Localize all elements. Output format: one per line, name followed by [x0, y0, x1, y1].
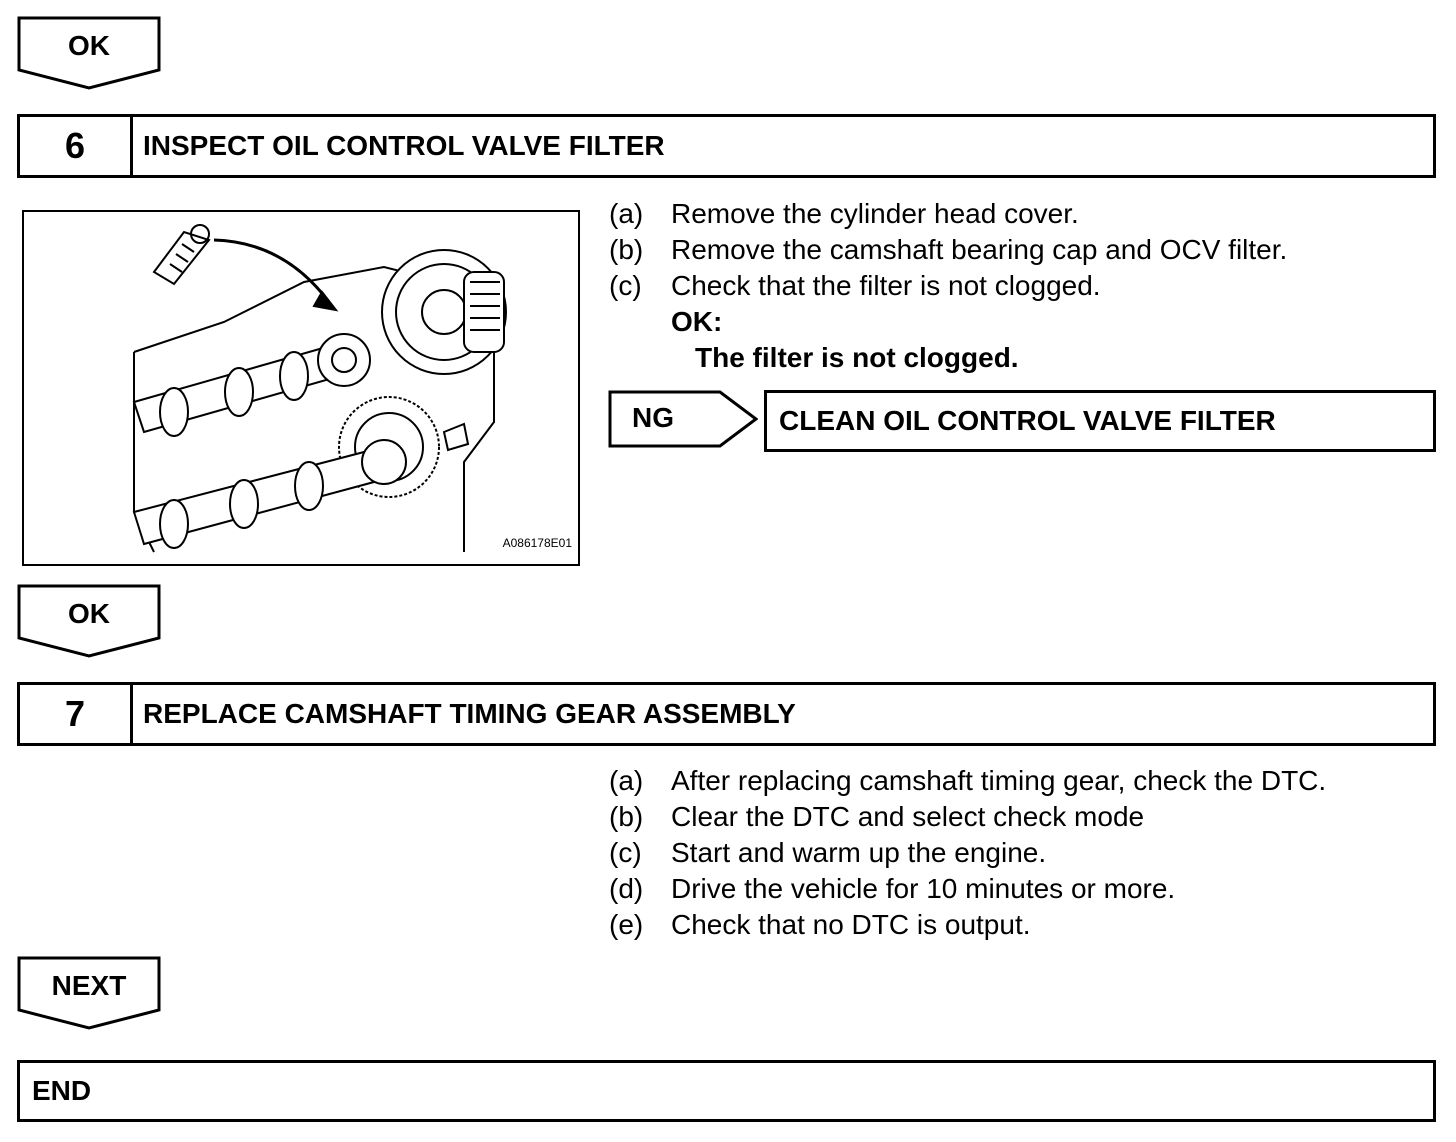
next-flow-arrow: NEXT [17, 956, 161, 1030]
figure-code: A086178E01 [502, 536, 572, 550]
list-item: (e) Check that no DTC is output. [609, 909, 1031, 940]
list-item: (d) Drive the vehicle for 10 minutes or … [609, 873, 1176, 904]
down-arrow-icon [17, 584, 161, 658]
ng-action-text: CLEAN OIL CONTROL VALVE FILTER [779, 405, 1276, 436]
list-item: (c) Start and warm up the engine. [609, 837, 1047, 868]
next-label: NEXT [51, 970, 127, 1001]
step-6-instructions: (a) Remove the cylinder head cover. (b) … [609, 196, 1287, 376]
step-number: 6 [20, 117, 133, 175]
step-title: REPLACE CAMSHAFT TIMING GEAR ASSEMBLY [143, 698, 796, 729]
camshaft-gear-drawing-icon [132, 224, 507, 553]
ng-flow-arrow: NG [608, 390, 759, 448]
down-arrow-icon [17, 16, 161, 90]
list-item: (a) After replacing camshaft timing gear… [609, 765, 1327, 796]
ok-flow-arrow-top: OK [17, 16, 161, 90]
ok-flow-arrow-mid: OK [17, 584, 161, 658]
list-item: (b) Clear the DTC and select check mode [609, 801, 1145, 832]
ng-label: NG [632, 402, 674, 433]
list-item: (b) Remove the camshaft bearing cap and … [609, 234, 1288, 265]
step-7-header: 7 REPLACE CAMSHAFT TIMING GEAR ASSEMBLY [17, 682, 1436, 746]
ng-action-box: CLEAN OIL CONTROL VALVE FILTER [764, 390, 1436, 452]
step-number: 7 [20, 685, 133, 743]
list-item: (c) Check that the filter is not clogged… [609, 270, 1101, 301]
ocv-filter-icon [152, 224, 211, 286]
step-7-instructions: (a) After replacing camshaft timing gear… [609, 763, 1326, 943]
right-arrow-icon [608, 390, 759, 448]
end-label: END [32, 1075, 92, 1106]
engine-illustration: A086178E01 [22, 210, 580, 566]
ok-label: OK [68, 598, 110, 629]
ok-criteria-label: OK: [671, 306, 723, 337]
list-item: (a) Remove the cylinder head cover. [609, 198, 1079, 229]
ok-label: OK [68, 30, 110, 61]
step-title: INSPECT OIL CONTROL VALVE FILTER [143, 130, 665, 161]
down-arrow-icon [17, 956, 161, 1030]
step-6-header: 6 INSPECT OIL CONTROL VALVE FILTER [17, 114, 1436, 178]
ok-criteria-text: The filter is not clogged. [695, 342, 1019, 373]
end-box: END [17, 1060, 1436, 1122]
